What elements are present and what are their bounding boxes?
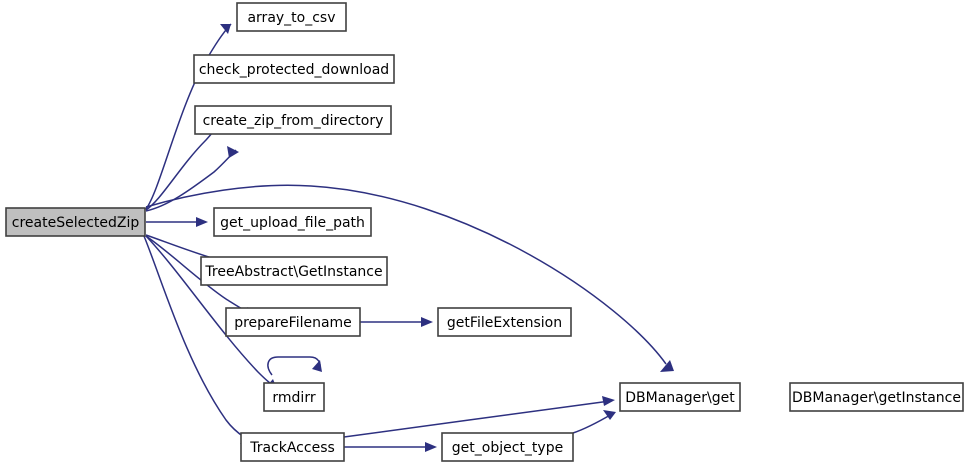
arrowhead-icon: [425, 442, 437, 452]
node-prepareFilename[interactable]: prepareFilename: [225, 307, 361, 337]
edge-createSelectedZip-to-create_zip_from_directory: [145, 146, 239, 212]
node-box[interactable]: [5, 207, 146, 237]
edge-line: [267, 356, 321, 376]
node-TrackAccess[interactable]: TrackAccess: [240, 432, 345, 462]
arrowhead-icon: [196, 217, 208, 227]
node-TreeAbstract_GetInstance[interactable]: TreeAbstract\GetInstance: [200, 256, 388, 286]
node-box[interactable]: [194, 105, 392, 135]
node-box[interactable]: [193, 54, 395, 84]
node-box[interactable]: [619, 382, 741, 412]
node-box[interactable]: [441, 432, 574, 462]
node-box[interactable]: [225, 307, 361, 337]
node-box[interactable]: [263, 382, 325, 412]
edge-createSelectedZip-to-get_upload_file_path: [146, 217, 208, 227]
node-getFileExtension[interactable]: getFileExtension: [437, 307, 572, 337]
node-box[interactable]: [789, 382, 964, 412]
edge-rmdirr-to-rmdirr: [267, 356, 322, 376]
node-DBManager_get[interactable]: DBManager\get: [619, 382, 741, 412]
arrowhead-icon: [220, 24, 231, 34]
edges-layer: [143, 23, 674, 452]
arrowhead-icon: [312, 360, 322, 372]
arrowhead-icon: [421, 317, 433, 327]
arrowhead-icon: [227, 146, 239, 158]
arrowhead-icon: [660, 360, 674, 372]
node-rmdirr[interactable]: rmdirr: [263, 382, 325, 412]
node-DBManager_getInstance[interactable]: DBManager\getInstance: [789, 382, 964, 412]
edge-TrackAccess-to-DBManager_get: [343, 396, 615, 438]
edge-line: [145, 184, 667, 365]
node-box[interactable]: [200, 256, 388, 286]
edge-TrackAccess-to-get_object_type: [344, 442, 437, 452]
node-get_upload_file_path[interactable]: get_upload_file_path: [213, 207, 372, 237]
edge-line: [143, 235, 245, 438]
arrowhead-icon: [603, 410, 616, 420]
edge-line: [343, 400, 611, 438]
edge-line: [572, 413, 613, 434]
node-get_object_type[interactable]: get_object_type: [441, 432, 574, 462]
node-create_zip_from_directory[interactable]: create_zip_from_directory: [194, 105, 392, 135]
node-box[interactable]: [437, 307, 572, 337]
node-box[interactable]: [213, 207, 372, 237]
node-createSelectedZip[interactable]: createSelectedZip: [5, 207, 146, 237]
node-check_protected_download[interactable]: check_protected_download: [193, 54, 395, 84]
node-box[interactable]: [236, 2, 347, 32]
arrowhead-icon: [602, 396, 615, 406]
edge-prepareFilename-to-getFileExtension: [360, 317, 433, 327]
node-box[interactable]: [240, 432, 345, 462]
edge-createSelectedZip-to-DBManager_get: [145, 184, 674, 372]
edge-get_object_type-to-DBManager_get: [572, 410, 616, 434]
node-array_to_csv[interactable]: array_to_csv: [236, 2, 347, 32]
edge-line: [145, 235, 271, 384]
